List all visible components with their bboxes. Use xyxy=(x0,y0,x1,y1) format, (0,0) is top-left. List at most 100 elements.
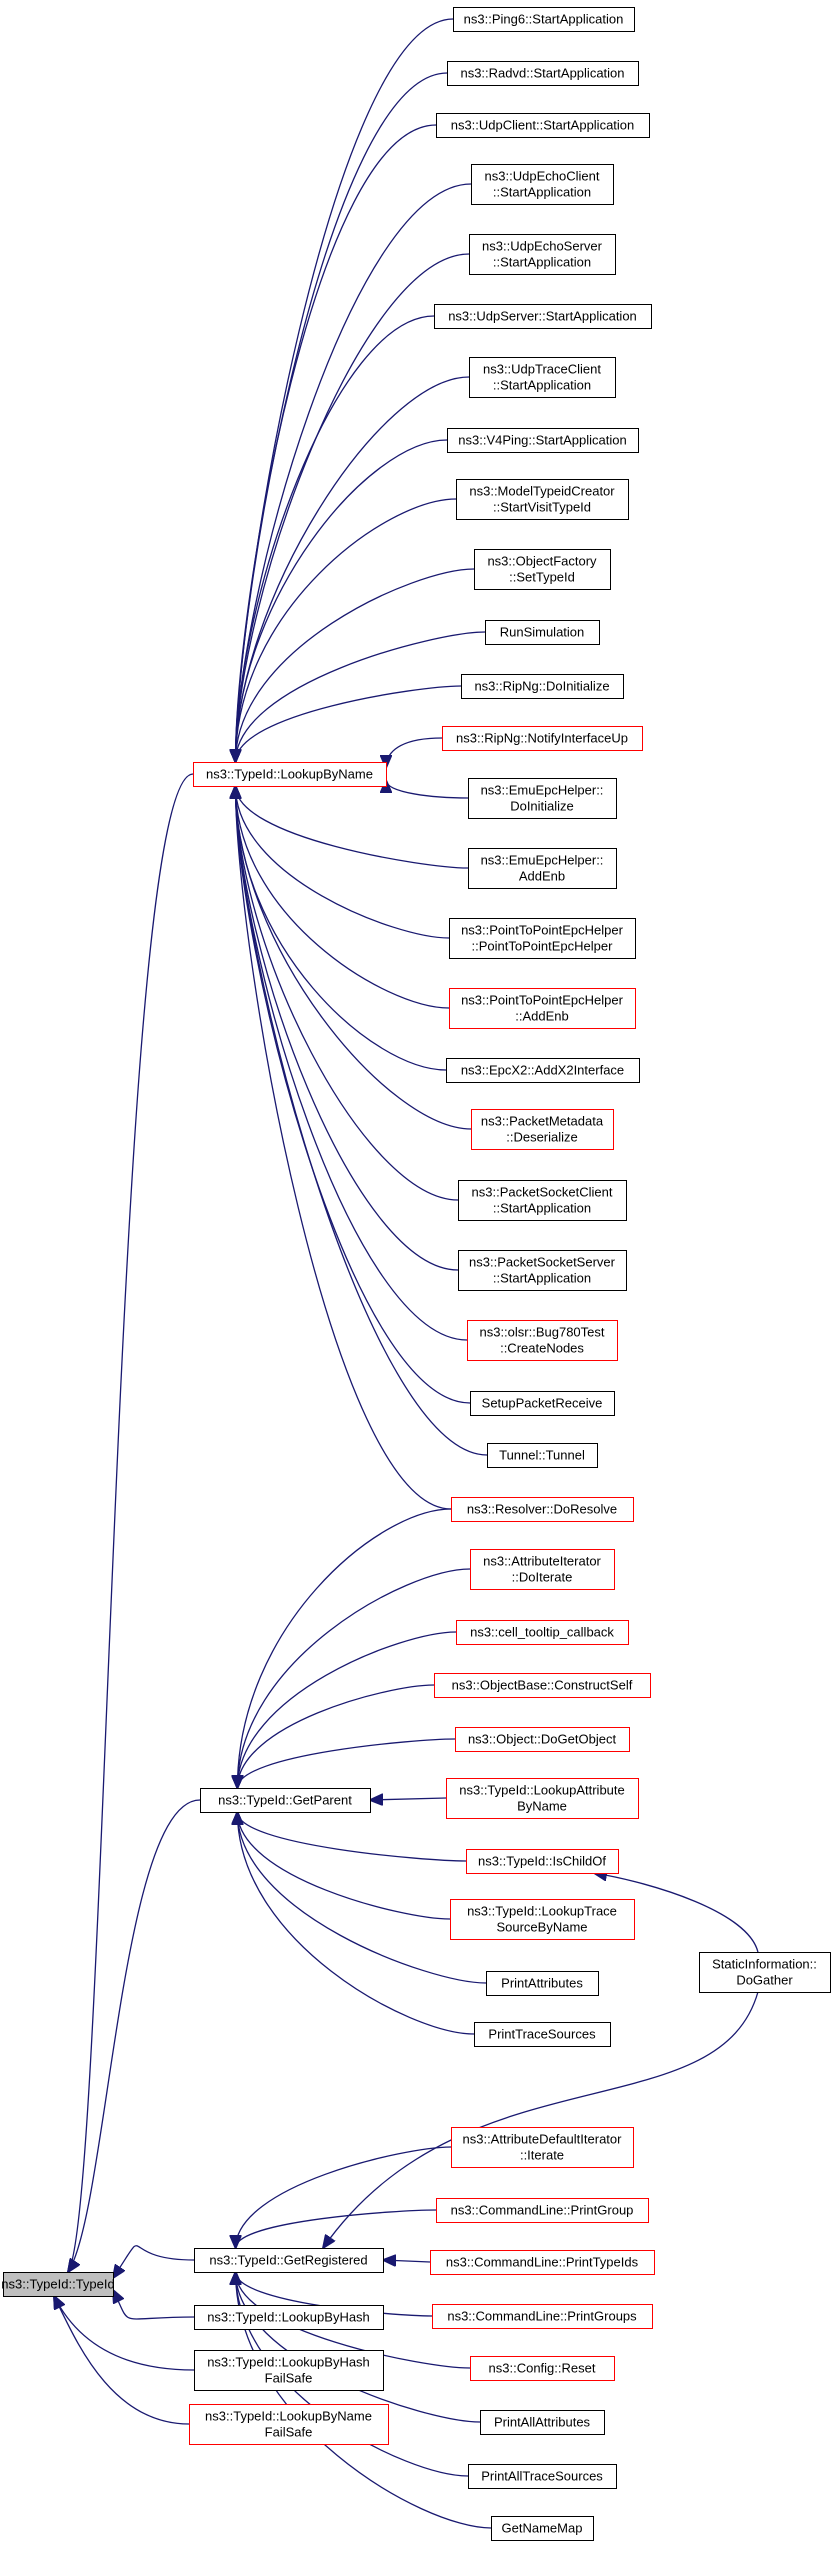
node-box xyxy=(468,2464,617,2489)
node-box xyxy=(451,1497,634,1522)
node-udp-server[interactable]: ns3::UdpServer::StartApplication xyxy=(434,304,652,329)
node-label: ::Deserialize xyxy=(506,1130,578,1145)
node-run-simulation[interactable]: RunSimulation xyxy=(485,620,600,645)
node-olsr-bug[interactable]: ns3::olsr::Bug780Test::CreateNodes xyxy=(467,1320,618,1361)
node-p2p-epc-ctor[interactable]: ns3::PointToPointEpcHelper::PointToPoint… xyxy=(449,918,636,959)
node-label: SourceByName xyxy=(496,1920,587,1935)
node-box xyxy=(699,1952,831,1993)
call-edge-attr-default-iter-to-get-registered xyxy=(236,2146,452,2248)
node-label: ns3::EmuEpcHelper:: xyxy=(481,853,604,868)
node-resolver[interactable]: ns3::Resolver::DoResolve xyxy=(451,1497,634,1522)
node-label: ns3::RipNg::NotifyInterfaceUp xyxy=(456,731,628,746)
node-print-group[interactable]: ns3::CommandLine::PrintGroup xyxy=(436,2198,649,2223)
call-edge-object-factory-to-lookup-by-name xyxy=(235,568,475,762)
node-box xyxy=(456,479,629,520)
call-edge-udp-client-to-lookup-by-name xyxy=(235,124,437,762)
node-box xyxy=(194,2350,384,2391)
node-lookup-by-name[interactable]: ns3::TypeId::LookupByName xyxy=(193,762,387,787)
node-static-info[interactable]: StaticInformation::DoGather xyxy=(699,1952,831,1993)
node-label: ::PointToPointEpcHelper xyxy=(472,939,614,954)
node-box xyxy=(189,2404,389,2445)
node-box xyxy=(458,1250,627,1291)
node-label: ns3::CommandLine::PrintGroups xyxy=(447,2309,637,2324)
node-label: ns3::RipNg::DoInitialize xyxy=(474,679,609,694)
call-edge-lookup-by-name-fail-safe-to-root xyxy=(54,2296,190,2425)
call-edge-static-info-to-get-registered xyxy=(323,1991,759,2248)
node-attr-iterator[interactable]: ns3::AttributeIterator::DoIterate xyxy=(470,1549,615,1590)
node-label: PrintAllAttributes xyxy=(494,2415,591,2430)
node-p2p-epc-add-enb[interactable]: ns3::PointToPointEpcHelper::AddEnb xyxy=(449,988,636,1029)
node-epc-x2[interactable]: ns3::EpcX2::AddX2Interface xyxy=(446,1058,640,1083)
node-udp-echo-server[interactable]: ns3::UdpEchoServer::StartApplication xyxy=(469,234,616,275)
node-attr-default-iter[interactable]: ns3::AttributeDefaultIterator::Iterate xyxy=(451,2127,634,2168)
node-print-all-trace-sources[interactable]: PrintAllTraceSources xyxy=(468,2464,617,2489)
node-tunnel[interactable]: Tunnel::Tunnel xyxy=(487,1443,598,1468)
call-edge-print-attributes-to-get-parent xyxy=(237,1812,487,1984)
node-config-reset[interactable]: ns3::Config::Reset xyxy=(470,2356,615,2381)
node-udp-trace-client[interactable]: ns3::UdpTraceClient::StartApplication xyxy=(469,357,616,398)
node-label: ns3::UdpEchoClient xyxy=(485,169,600,184)
node-label: ::StartApplication xyxy=(493,1271,591,1286)
node-cell-tooltip[interactable]: ns3::cell_tooltip_callback xyxy=(456,1620,629,1645)
node-label: DoGather xyxy=(736,1973,793,1988)
node-print-type-ids[interactable]: ns3::CommandLine::PrintTypeIds xyxy=(430,2250,655,2275)
node-label: ns3::AttributeIterator xyxy=(483,1554,601,1569)
node-get-name-map[interactable]: GetNameMap xyxy=(491,2516,594,2541)
node-box xyxy=(467,1320,618,1361)
node-print-all-attributes[interactable]: PrintAllAttributes xyxy=(480,2410,605,2435)
node-ping6[interactable]: ns3::Ping6::StartApplication xyxy=(453,7,635,32)
node-root[interactable]: ns3::TypeId::TypeId xyxy=(1,2272,115,2297)
node-packet-socket-server[interactable]: ns3::PacketSocketServer::StartApplicatio… xyxy=(458,1250,627,1291)
node-label: ns3::TypeId::LookupTrace xyxy=(467,1904,617,1919)
node-label: RunSimulation xyxy=(500,625,585,640)
node-model-typeid[interactable]: ns3::ModelTypeidCreator::StartVisitTypeI… xyxy=(456,479,629,520)
edges-layer xyxy=(54,18,759,2529)
node-label: ns3::UdpEchoServer xyxy=(482,239,603,254)
node-label: PrintAttributes xyxy=(501,1976,583,1991)
node-box xyxy=(430,2250,655,2275)
call-edge-lookup-by-hash-fail-safe-to-root xyxy=(54,2296,195,2371)
node-label: ns3::CommandLine::PrintGroup xyxy=(451,2203,634,2218)
node-label: Tunnel::Tunnel xyxy=(499,1448,585,1463)
node-label: GetNameMap xyxy=(502,2521,583,2536)
node-print-attributes[interactable]: PrintAttributes xyxy=(486,1971,599,1996)
node-radvd[interactable]: ns3::Radvd::StartApplication xyxy=(447,61,639,86)
node-box xyxy=(434,1673,651,1698)
node-udp-echo-client[interactable]: ns3::UdpEchoClient::StartApplication xyxy=(471,164,614,205)
node-box xyxy=(200,1788,371,1813)
node-print-trace-sources[interactable]: PrintTraceSources xyxy=(474,2022,611,2047)
node-object-get[interactable]: ns3::Object::DoGetObject xyxy=(455,1727,630,1752)
node-emu-epc-add-enb[interactable]: ns3::EmuEpcHelper::AddEnb xyxy=(468,848,617,889)
node-setup-packet-receive[interactable]: SetupPacketReceive xyxy=(470,1391,615,1416)
node-get-parent[interactable]: ns3::TypeId::GetParent xyxy=(200,1788,371,1813)
node-print-groups[interactable]: ns3::CommandLine::PrintGroups xyxy=(432,2304,653,2329)
node-packet-metadata[interactable]: ns3::PacketMetadata::Deserialize xyxy=(471,1109,614,1150)
node-label: ns3::TypeId::LookupAttribute xyxy=(459,1783,625,1798)
node-rip-ng-init[interactable]: ns3::RipNg::DoInitialize xyxy=(461,674,624,699)
node-label: ns3::Config::Reset xyxy=(489,2361,596,2376)
node-object-base[interactable]: ns3::ObjectBase::ConstructSelf xyxy=(434,1673,651,1698)
call-edge-object-get-to-get-parent xyxy=(237,1738,456,1788)
node-label: ns3::Object::DoGetObject xyxy=(468,1732,617,1747)
node-udp-client[interactable]: ns3::UdpClient::StartApplication xyxy=(436,113,650,138)
node-v4-ping[interactable]: ns3::V4Ping::StartApplication xyxy=(447,428,639,453)
node-box xyxy=(480,2410,605,2435)
node-lookup-by-hash[interactable]: ns3::TypeId::LookupByHash xyxy=(194,2305,384,2330)
node-emu-epc-init[interactable]: ns3::EmuEpcHelper::DoInitialize xyxy=(468,778,617,819)
node-get-registered[interactable]: ns3::TypeId::GetRegistered xyxy=(194,2248,384,2273)
node-is-child-of[interactable]: ns3::TypeId::IsChildOf xyxy=(466,1849,619,1874)
node-label: ns3::ObjectFactory xyxy=(487,554,597,569)
node-label: ns3::AttributeDefaultIterator xyxy=(463,2132,623,2147)
node-box xyxy=(449,988,636,1029)
node-label: ns3::Radvd::StartApplication xyxy=(460,66,624,81)
node-packet-socket-client[interactable]: ns3::PacketSocketClient::StartApplicatio… xyxy=(458,1180,627,1221)
call-edge-cell-tooltip-to-get-parent xyxy=(237,1631,457,1788)
node-label: DoInitialize xyxy=(510,799,574,814)
node-object-factory[interactable]: ns3::ObjectFactory::SetTypeId xyxy=(474,549,611,590)
node-rip-ng-notify[interactable]: ns3::RipNg::NotifyInterfaceUp xyxy=(442,726,643,751)
node-box xyxy=(474,2022,611,2047)
